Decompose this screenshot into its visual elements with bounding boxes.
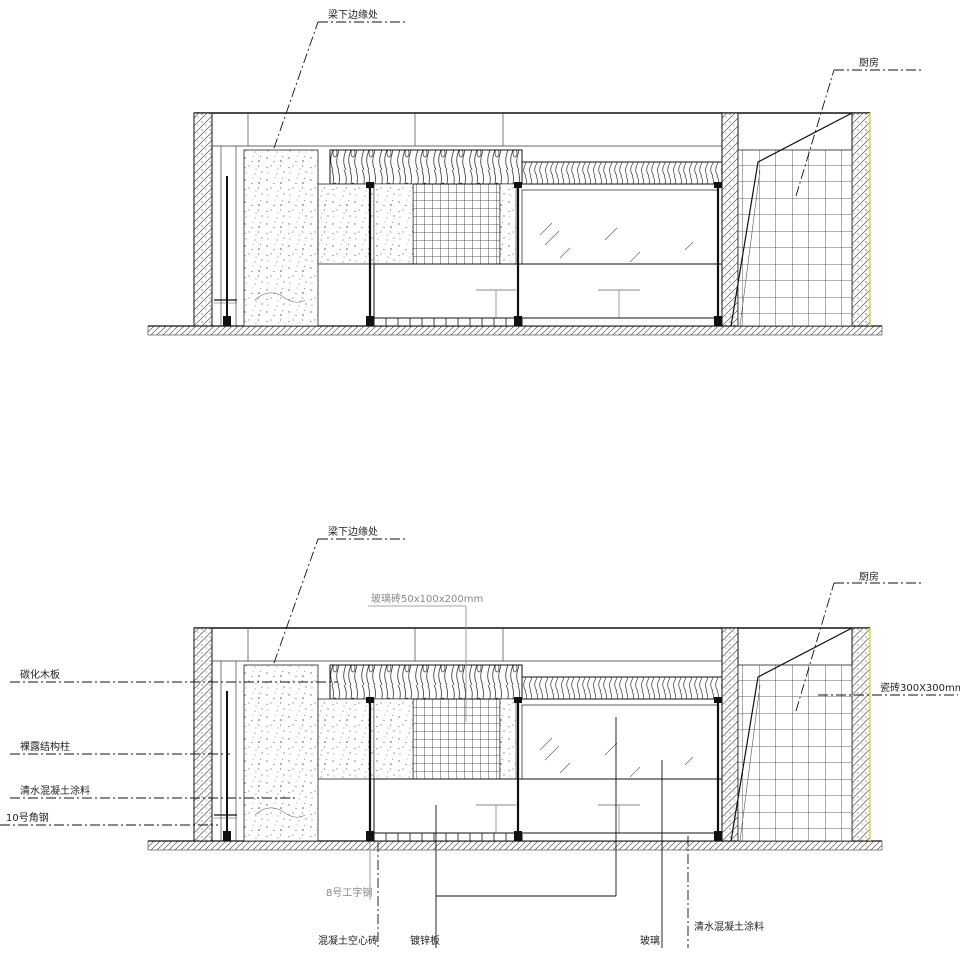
- fair-faced-paint-bottom-label: 清水混凝土涂料: [694, 920, 764, 933]
- lower-kitchen-label: 厨房: [859, 570, 879, 583]
- lower-kitchen-leader: [795, 582, 924, 712]
- glass-block-label: 玻璃砖50x100x200mm: [371, 592, 483, 605]
- galvanized-plate-leader: [435, 717, 617, 948]
- tile-label: 瓷砖300X300mm: [880, 681, 960, 694]
- upper-elevation: 梁下边缘处 厨房: [146, 8, 924, 337]
- hollow-brick-label: 混凝土空心砖: [318, 934, 378, 947]
- galvanized-plate-label: 镀锌板: [410, 934, 440, 947]
- angle-steel-label: 10号角钢: [6, 811, 49, 824]
- upper-kitchen-leader: [795, 69, 924, 197]
- lower-beam-edge-leader: [273, 538, 408, 664]
- glass-label: 玻璃: [640, 934, 660, 947]
- lower-elevation: 梁下边缘处 厨房 玻璃砖50x100x200mm 碳化木板 裸露结构柱 清水混凝…: [0, 525, 960, 948]
- upper-kitchen-label: 厨房: [859, 56, 879, 69]
- carbonized-wood-label: 碳化木板: [20, 668, 60, 681]
- exposed-column-label: 裸露结构柱: [20, 740, 70, 753]
- lower-elevation-drawing: [146, 626, 884, 852]
- i-beam-label: 8号工字钢: [326, 886, 372, 899]
- upper-beam-edge-leader: [273, 21, 408, 149]
- fair-faced-paint-left-label: 清水混凝土涂料: [20, 784, 90, 797]
- lower-beam-edge-label: 梁下边缘处: [328, 525, 378, 538]
- upper-elevation-drawing: [146, 111, 884, 337]
- glass-block-leader: [368, 605, 467, 722]
- upper-beam-edge-label: 梁下边缘处: [328, 8, 378, 21]
